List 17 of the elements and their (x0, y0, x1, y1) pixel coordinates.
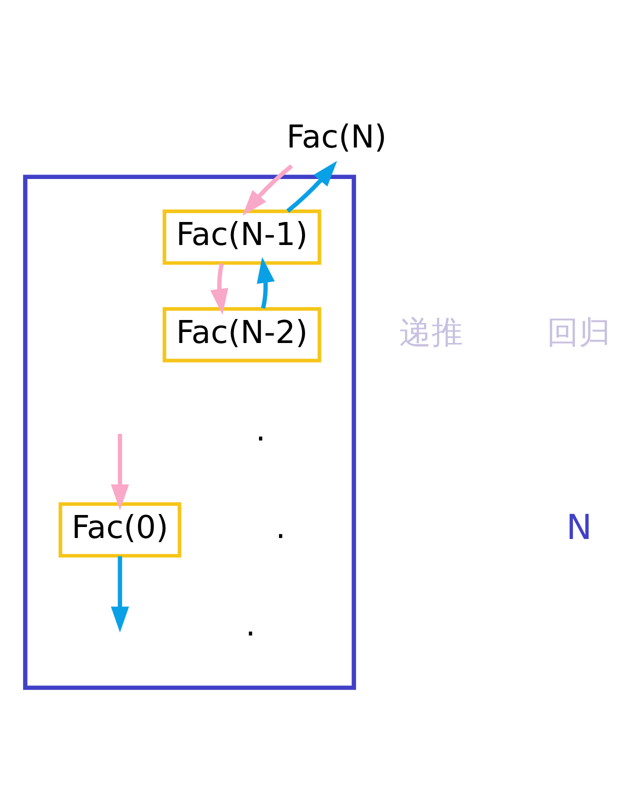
label: . (256, 412, 266, 448)
node-box: Fac(N-1) (162, 209, 322, 264)
node-text: Fac(N) (286, 119, 387, 156)
arrow (210, 262, 228, 314)
arrow (110, 433, 130, 510)
label: . (276, 509, 286, 546)
label: 回归 (547, 314, 612, 350)
arrow (256, 256, 275, 308)
label: . (246, 607, 256, 644)
label: 递推 (399, 314, 464, 350)
arrow (286, 160, 338, 212)
label: N (566, 507, 592, 548)
arrow (242, 164, 293, 216)
node-box: Fac(N-2) (162, 306, 322, 362)
arrow (110, 556, 130, 632)
cluster (23, 174, 356, 690)
node-box: Fac(0) (58, 502, 182, 558)
